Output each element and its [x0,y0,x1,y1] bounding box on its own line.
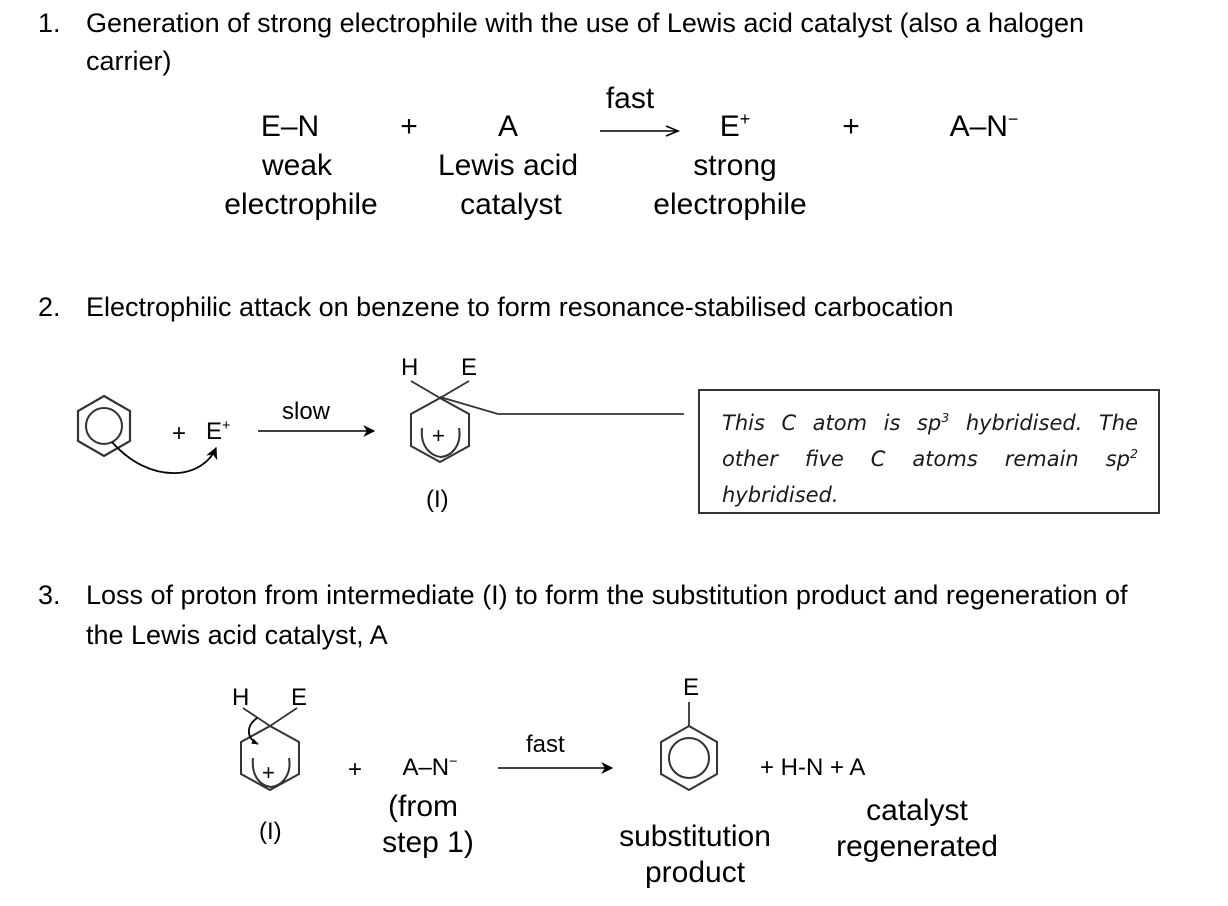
step-3-intermediate-ring [240,707,300,792]
step-3-label-catalyst: catalyst [866,794,968,827]
step-2-arrow-label-slow: slow [282,398,331,425]
sp3-note-box: This C atom is sp3 hybridised. The other… [698,389,1160,514]
step-3-curly-arrow [247,717,259,745]
note-sup-2: 2 [1129,446,1138,461]
step-1-reactant-a: A [497,110,519,143]
step-1-label-catalyst: catalyst [460,188,562,221]
step-1-label-lewis-acid: Lewis acid [437,149,579,182]
step-3-reagent-an-minus: A–N− [402,754,458,781]
step-2-ring-charge: + [432,423,445,448]
step-2-curly-arrow [111,441,218,474]
step-1-heading-line2: carrier) [86,46,172,76]
step-3-intermediate-h: H [232,684,250,711]
step-2-heading: Electrophilic attack on benzene to form … [86,292,954,322]
step-1-plus-2: + [842,110,860,143]
step-2-number: 2. [38,292,61,322]
step-3-reagent-label-step1: step 1) [382,826,474,859]
step-1-number: 1. [38,8,61,38]
step-3-heading-line1: Loss of proton from intermediate (I) to … [86,580,1128,610]
step-1-label-electrophile: electrophile [224,188,378,221]
step-2-intermediate-ring [410,380,470,464]
step-3-label-regenerated: regenerated [836,830,998,863]
step-3-intermediate-label: (I) [259,818,282,845]
step-2-benzene-ring [76,394,132,458]
step-1-arrow-label-fast: fast [605,82,655,115]
step-3-intermediate-e: E [291,684,308,711]
step-2-intermediate-h: H [401,354,419,381]
step-3-plus-1: + [348,756,363,783]
step-1-heading-line1: Generation of strong electrophile with t… [86,8,1085,38]
step-1-plus-1: + [400,110,418,143]
step-1-product-e-plus: E+ [719,109,751,143]
step-1-product-an-minus: A–N− [949,109,1019,143]
note-text-part1: This C atom is sp [722,411,942,435]
step-2-intermediate-label: (I) [426,486,449,513]
step-1-label-weak: weak [261,149,333,182]
note-sup-3: 3 [941,410,950,425]
step-3-label-product: product [644,856,746,889]
note-text-part3: hybridised. [722,483,839,507]
step-2-electrophile-e-plus: E+ [206,418,231,445]
step-3-heading-line2: the Lewis acid catalyst, A [86,620,388,650]
step-2-plus: + [172,420,187,447]
note-text-part2: hybridised. The other five C atoms remai… [722,411,1138,471]
step-3-product-ring [660,702,718,792]
step-3-reagent-label-from: (from [388,790,458,823]
step-3-product-e: E [683,674,700,701]
step-3-number: 3. [38,580,61,610]
step-1-label-strong: strong [693,149,777,182]
step-3-byproducts: + H-N + A [760,754,866,781]
step-1-label-strong-electrophile: electrophile [653,188,807,221]
step-3-label-substitution: substitution [619,820,771,853]
step-2-intermediate-e: E [461,354,478,381]
step-1-reaction-arrow [600,125,681,137]
step-3-ring-charge: + [262,760,275,785]
step-1-reactant-en: E–N [260,110,320,143]
step-2-note-connector [439,396,684,415]
step-3-arrow-label-fast: fast [526,731,565,758]
